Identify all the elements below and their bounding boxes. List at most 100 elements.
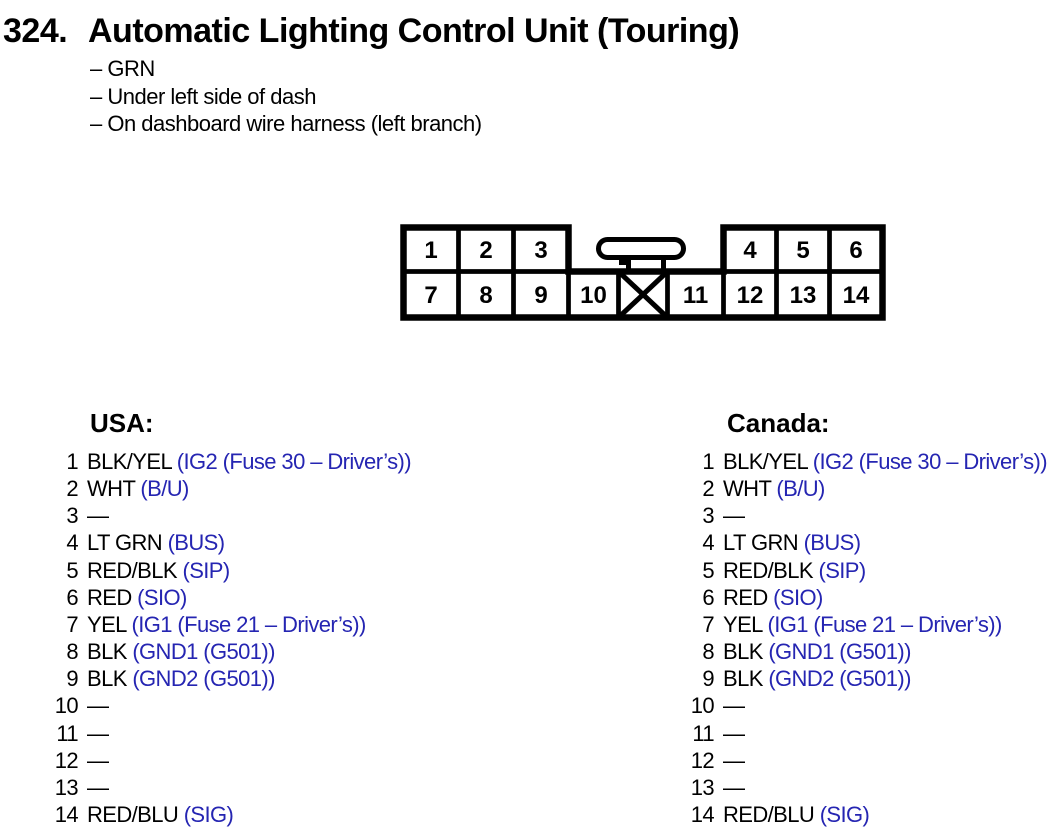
pin-row: 3—: [44, 502, 411, 529]
connector-pin-number: 7: [424, 282, 437, 309]
pin-number: 10: [54, 693, 79, 719]
connector-pin-number: 5: [796, 237, 809, 264]
pin-description: —: [723, 720, 745, 747]
pin-row: 13 —: [44, 774, 411, 801]
wire-color: —: [723, 693, 745, 719]
connector-pin-number: 9: [534, 282, 547, 309]
connector-pin-number: 6: [849, 237, 862, 264]
pin-number: 14: [54, 802, 79, 828]
wire-color: RED/BLU: [87, 802, 179, 828]
pin-number: 3: [66, 503, 78, 529]
pin-description: YEL (IG1 (Fuse 21 – Driver’s)): [723, 611, 1002, 638]
signal-name: (IG1 (Fuse 21 – Driver’s)): [131, 611, 366, 637]
pin-row: 13—: [680, 774, 1047, 801]
pin-number: 5: [66, 557, 78, 583]
pin-description: LT GRN (BUS): [87, 529, 225, 556]
pin-description: RED (SIO): [87, 584, 187, 611]
wire-color: BLK: [723, 639, 763, 665]
pin-number: 6: [702, 584, 714, 610]
signal-name: (SIP): [182, 557, 230, 583]
location-note: – GRN: [90, 56, 155, 81]
signal-name: (BUS): [167, 530, 225, 556]
connector-pin-number: 13: [790, 282, 817, 309]
connector-pin-number: 3: [534, 237, 547, 264]
pin-number: 12: [690, 747, 715, 773]
wire-color: —: [87, 503, 109, 529]
wire-color: LT GRN: [723, 530, 799, 556]
page-title: Automatic Lighting Control Unit (Touring…: [88, 12, 740, 50]
pin-description: RED/BLU (SIG): [723, 801, 870, 828]
pin-description: BLK/YEL (IG2 (Fuse 30 – Driver’s)): [87, 448, 412, 475]
connector-pin-number: 11: [683, 282, 708, 309]
pin-number: 10: [690, 693, 715, 719]
location-note: – On dashboard wire harness (left branch…: [90, 111, 482, 136]
pin-number: 1: [66, 449, 78, 474]
pin-number: 7: [66, 611, 78, 637]
wire-color: —: [723, 774, 745, 800]
connector-pin-number: 1: [424, 237, 437, 264]
pin-number: 3: [702, 503, 714, 529]
pin-row: 12 —: [680, 747, 1047, 774]
pin-number: 8: [702, 639, 714, 665]
pin-description: RED (SIO): [723, 584, 823, 611]
pin-description: —: [87, 720, 109, 747]
wire-color: —: [723, 747, 745, 773]
section-number: 324.: [3, 12, 68, 50]
pin-number: 6: [66, 584, 78, 610]
pin-description: BLK (GND1 (G501)): [87, 638, 275, 665]
pin-number: 2: [66, 476, 78, 502]
pin-number: 7: [702, 611, 714, 637]
pin-description: WHT (B/U): [723, 475, 825, 502]
wire-color: LT GRN: [87, 530, 163, 556]
signal-name: (B/U): [776, 476, 825, 502]
pin-row: 12—: [44, 747, 411, 774]
blocked-cell-x: [616, 269, 670, 320]
pin-number: 8: [66, 639, 78, 665]
pin-row: 5 RED/BLK (SIP): [44, 557, 411, 584]
pin-row: 14 RED/BLU (SIG): [44, 801, 411, 828]
wire-color: —: [87, 774, 109, 800]
pin-description: RED/BLK (SIP): [87, 557, 230, 584]
wire-color: WHT: [87, 476, 136, 502]
pin-number: 14: [690, 802, 715, 828]
pin-description: BLK (GND2 (G501)): [87, 665, 275, 692]
latch-tab: [596, 237, 686, 260]
signal-name: (GND1 (G501)): [132, 639, 275, 665]
connector-pin-number: 2: [479, 237, 492, 264]
signal-name: (SIO): [773, 584, 823, 610]
pin-number: 11: [692, 720, 714, 746]
pin-row: 7 YEL (IG1 (Fuse 21 – Driver’s)): [680, 611, 1047, 638]
connector-pin-number: 12: [737, 282, 764, 309]
wire-color: RED: [87, 584, 132, 610]
connector-outline: [400, 224, 886, 321]
section-title-row: 324. Automatic Lighting Control Unit (To…: [3, 11, 740, 51]
wire-color: BLK/YEL: [87, 449, 172, 474]
pin-row: 1 BLK/YEL (IG2 (Fuse 30 – Driver’s)): [44, 448, 411, 475]
wire-color: BLK: [87, 639, 127, 665]
wire-color: RED: [723, 584, 768, 610]
pin-description: RED/BLU (SIG): [87, 801, 234, 828]
signal-name: (IG1 (Fuse 21 – Driver’s)): [767, 611, 1002, 637]
pin-number: 11: [56, 720, 78, 746]
connector-pin-number: 14: [843, 282, 870, 309]
connector-pin-number: 4: [743, 237, 757, 264]
pin-description: —: [723, 747, 745, 774]
pin-description: RED/BLK (SIP): [723, 557, 866, 584]
pin-number: 13: [54, 774, 79, 800]
signal-name: (BUS): [803, 530, 861, 556]
pin-description: —: [87, 692, 109, 719]
pin-description: —: [87, 747, 109, 774]
wire-color: —: [723, 720, 745, 746]
